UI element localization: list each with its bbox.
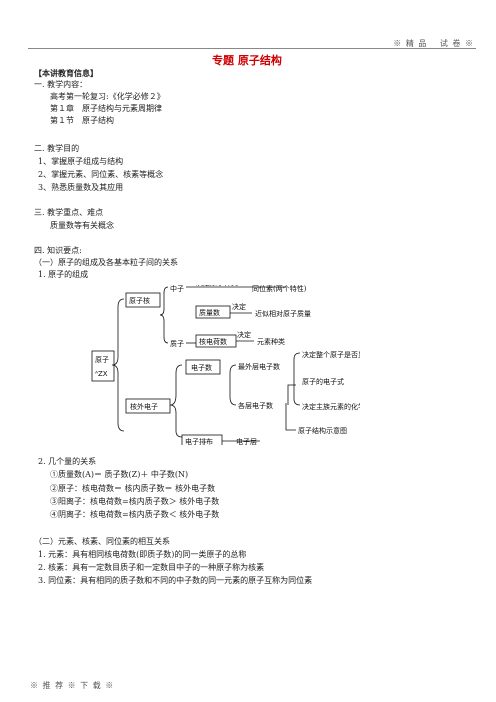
relation-item: 3. 同位素：具有相同的质子数和不同的中子数的同一元素的原子互称为同位素 [38,576,313,585]
atom-composition-diagram: 原子 ᴬZX 原子核 中子 决定原子种类 同位素(两个特性) 质子 质量数 决定… [90,278,379,448]
structure-diagram-label: 原子结构示意图 [298,426,347,435]
content-heading: 一. 教学内容： [34,80,88,89]
nucleus-label: 原子核 [129,296,150,305]
atom-formula-label: 原子的电子式 [302,377,344,386]
knowledge-p1: 1. 原子的组成 [38,270,89,279]
nuclear-charge-label: 核电荷数 [199,337,227,346]
diagram-svg: 原子 ᴬZX 原子核 中子 决定原子种类 同位素(两个特性) 质子 质量数 决定… [91,278,379,448]
quantity-item: ④阴离子：核电荷数=核内质子数＜ 核外电子数 [50,510,220,519]
content-line3: 第１节 原子结构 [50,116,114,125]
arrangement-label: 电子排布 [185,437,213,445]
layer-label: 电子层 [236,437,257,445]
goal-item: 1、掌握原子组成与结构 [38,157,124,166]
proton-label: 质子 [170,339,184,348]
element-kind-label: 元素种类 [257,337,285,346]
relation-item: 1. 元素：具有相同核电荷数(即质子数)的同一类原子的总称 [38,550,247,559]
quantity-item: ①质量数(A)＝ 质子数(Z)＋ 中子数(N) [50,470,189,479]
layer-electrons-label: 各层电子数 [238,401,273,410]
knowledge-sub1: （一）原子的组成及各基本粒子间的关系 [34,258,178,267]
quantities-heading: 2. 几个量的关系 [38,457,97,466]
page-title: 专题 原子结构 [212,54,282,67]
relation-heading: （二）元素、核素、同位素的相互关系 [34,537,170,546]
footer-text: ※ 推 荐 ※ 下 载 ※ [30,681,115,690]
decide-stable-label: 决定整个原子是否显电性 [302,350,360,359]
header-rule [28,48,476,49]
relation-item: 2. 核素：具有一定数目质子和一定数目中子的一种原子称为核素 [38,563,265,572]
decide-label: 决定 [232,302,246,311]
approx-mass-label: 近似相对原子质量 [255,309,311,318]
content-line2: 第１章 原子结构与元素周期律 [50,104,162,113]
electron-shell-label: 核外电子 [130,402,158,411]
atom-symbol: ᴬZX [95,370,108,378]
quantity-item: ②原子：核电荷数＝ 核内质子数＝ 核外电子数 [50,484,216,493]
outer-electrons-label: 最外层电子数 [238,362,280,371]
decide-atom-kind: 决定原子种类 [196,285,238,287]
electron-count-label: 电子数 [191,363,212,372]
decide2-label: 决定 [237,330,251,339]
content-line1: 高考第一轮复习:《化学必修２》 [50,92,165,101]
knowledge-heading: 四. 知识要点: [34,246,82,255]
key-line: 质量数等有关概念 [50,221,114,230]
mass-number-label: 质量数 [199,308,220,317]
goals-heading: 二. 教学目的 [34,144,80,153]
decide-main-label: 决定主族元素的化学性质 [302,402,360,411]
quantity-item: ③阳离子：核电荷数=核内质子数＞ 核外电子数 [50,497,220,506]
key-heading: 三. 教学重点、难点 [34,208,104,217]
goal-item: 2、掌握元素、同位素、核素等概念 [38,170,164,179]
isotope-label: 同位素(两个特性) [252,285,307,293]
goal-item: 3、熟悉质量数及其应用 [38,183,124,192]
atom-label: 原子 [95,356,109,364]
section-info: 【本讲教育信息】 [34,68,98,78]
header-text: ※ 精 品 试 卷 ※ [393,39,474,48]
neutron-label: 中子 [170,285,184,293]
